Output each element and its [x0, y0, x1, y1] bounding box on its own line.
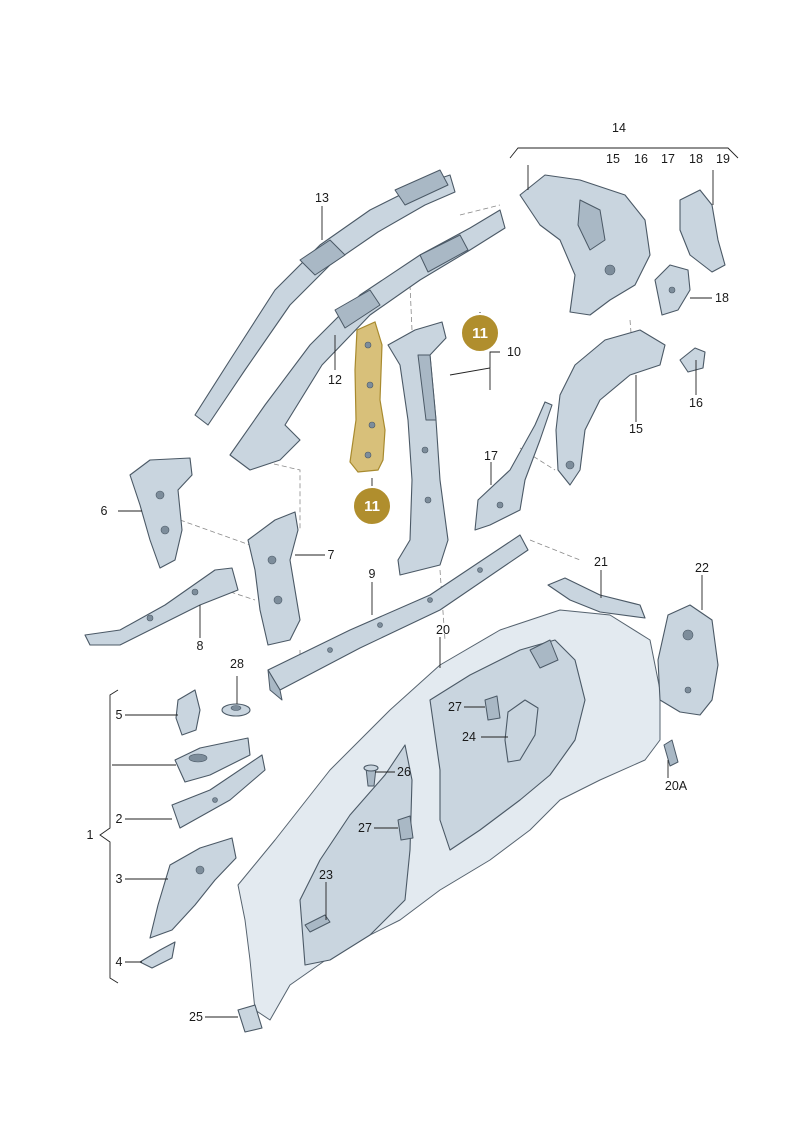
- part-14-rear-quarter-inner[interactable]: [519, 174, 651, 316]
- label-28: 28: [230, 657, 244, 671]
- label-9: 9: [369, 567, 376, 581]
- label-4: 4: [116, 955, 123, 969]
- group-1-bracket: [99, 689, 119, 984]
- part-7-a-pillar-reinforcement[interactable]: [247, 511, 301, 646]
- part-15-wheel-arch[interactable]: [555, 329, 666, 486]
- part-5-bracket[interactable]: [175, 689, 201, 736]
- part-27-clip-lower[interactable]: [397, 815, 414, 841]
- badge-11-upper-text: 11: [472, 325, 488, 342]
- label-15-top: 15: [606, 152, 620, 166]
- part-1-upper-reinforcement[interactable]: [174, 737, 251, 783]
- part-17-c-pillar-lower[interactable]: [474, 401, 553, 531]
- label-17-top: 17: [661, 152, 675, 166]
- label-6: 6: [101, 504, 108, 518]
- label-20: 20: [436, 623, 450, 637]
- part-20A-small-piece[interactable]: [663, 739, 679, 767]
- label-13: 13: [315, 191, 329, 205]
- part-11-b-pillar-reinforcement[interactable]: [349, 321, 386, 473]
- label-12: 12: [328, 373, 342, 387]
- label-27-lower: 27: [358, 821, 372, 835]
- label-23: 23: [319, 868, 333, 882]
- label-7: 7: [328, 548, 335, 562]
- label-15: 15: [629, 422, 643, 436]
- part-28-grommet[interactable]: [221, 703, 251, 717]
- part-16-clip[interactable]: [679, 347, 706, 373]
- label-20A: 20A: [665, 779, 688, 793]
- part-26-bolt[interactable]: [363, 764, 379, 787]
- part-25-lower-bracket[interactable]: [237, 1004, 263, 1033]
- label-3: 3: [116, 872, 123, 886]
- part-19-upper-bracket[interactable]: [679, 189, 726, 273]
- part-24-bracket[interactable]: [504, 699, 539, 763]
- label-18: 18: [715, 291, 729, 305]
- part-labels: 13 12 6 7 8 9 10 14 15 16 17 18 19 18 16…: [87, 121, 730, 1024]
- label-5: 5: [116, 708, 123, 722]
- part-13-roof-rail-outer[interactable]: [194, 169, 456, 426]
- label-1: 1: [87, 828, 94, 842]
- part-23-fastener[interactable]: [304, 914, 331, 933]
- part-2-reinforcement[interactable]: [171, 754, 266, 829]
- badge-11-lower-text: 11: [364, 498, 380, 515]
- part-18-bracket[interactable]: [654, 264, 691, 316]
- callout-badge-11-lower[interactable]: 11: [352, 486, 392, 526]
- label-24: 24: [462, 730, 476, 744]
- label-14: 14: [612, 121, 626, 135]
- label-16: 16: [689, 396, 703, 410]
- label-8: 8: [197, 639, 204, 653]
- part-6-a-pillar-lower[interactable]: [129, 457, 193, 569]
- part-22-rear-bracket[interactable]: [657, 604, 719, 716]
- label-22: 22: [695, 561, 709, 575]
- part-4-small-bracket[interactable]: [139, 941, 176, 969]
- label-27-upper: 27: [448, 700, 462, 714]
- label-16-top: 16: [634, 152, 648, 166]
- label-17: 17: [484, 449, 498, 463]
- part-27-clip-upper[interactable]: [484, 695, 501, 721]
- part-8-lower-connector[interactable]: [84, 567, 239, 646]
- label-2: 2: [116, 812, 123, 826]
- part-10-b-pillar-inner[interactable]: [387, 321, 449, 576]
- label-19: 19: [716, 152, 730, 166]
- label-21: 21: [594, 555, 608, 569]
- label-26: 26: [397, 765, 411, 779]
- part-3-reinforcement[interactable]: [149, 837, 237, 939]
- label-18-top: 18: [689, 152, 703, 166]
- group-14-bracket: [509, 147, 739, 159]
- part-12-roof-rail-inner[interactable]: [229, 209, 506, 471]
- label-10: 10: [507, 345, 521, 359]
- part-9-side-sill[interactable]: [267, 534, 529, 701]
- callout-badge-11-upper[interactable]: 11: [460, 313, 500, 353]
- label-25: 25: [189, 1010, 203, 1024]
- part-21-strip[interactable]: [547, 577, 646, 619]
